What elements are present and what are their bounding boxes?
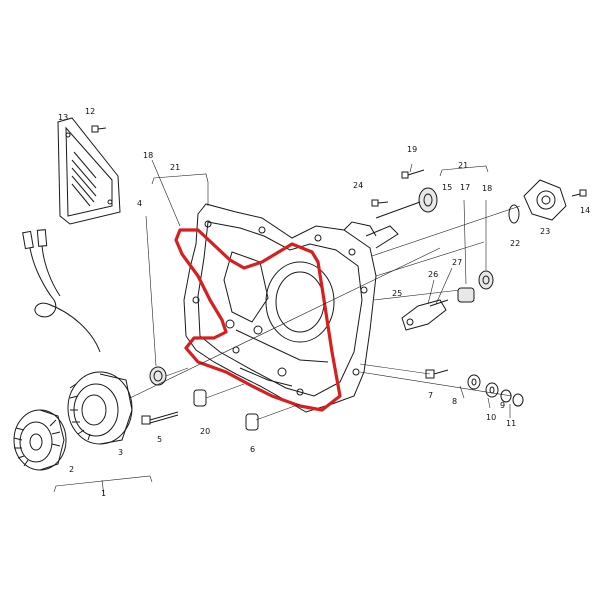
- leader-18-left: [151, 159, 181, 227]
- label-part-6: 6: [250, 445, 255, 454]
- stator-wire-leads: [22, 229, 101, 353]
- label-part-23: 23: [540, 227, 550, 236]
- nut-9: [485, 382, 499, 398]
- label-part-19: 19: [407, 145, 417, 154]
- label-part-3: 3: [118, 448, 123, 457]
- washer-10: [500, 389, 512, 403]
- gasket-highlight: [174, 228, 342, 412]
- leader-1: [101, 479, 105, 497]
- leader-17: [463, 199, 467, 285]
- label-part-4: 4: [137, 199, 142, 208]
- part-number-labels: 1 2 3 4 5 6 7 8 9 10 11 12 13 14 15 17 1…: [58, 107, 590, 498]
- dowel-pin-20: [193, 389, 207, 407]
- label-part-24: 24: [353, 181, 363, 190]
- washer-8: [467, 374, 481, 390]
- bolt-12: [91, 125, 107, 133]
- leader-26: [427, 279, 435, 305]
- label-part-21-right: 21: [458, 161, 468, 170]
- label-part-10: 10: [486, 413, 496, 422]
- bolt-19: [401, 163, 425, 179]
- bolt-14: [571, 189, 587, 197]
- stud-bolt-7: [425, 369, 449, 379]
- label-part-7: 7: [428, 391, 433, 400]
- stator-coil: [67, 371, 133, 445]
- label-part-20: 20: [200, 427, 210, 436]
- clip-bracket-25-26: [401, 299, 449, 331]
- bracket-part-1: [53, 475, 153, 493]
- label-part-22: 22: [510, 239, 520, 248]
- label-part-1: 1: [101, 489, 106, 498]
- oil-seal-4: [149, 366, 167, 386]
- oil-seal-15: [375, 187, 438, 219]
- bolt-5: [141, 411, 179, 425]
- bushing-17: [457, 287, 475, 303]
- bolt-24: [371, 199, 389, 207]
- label-part-12: 12: [85, 107, 95, 116]
- label-part-11: 11: [506, 419, 516, 428]
- label-part-8: 8: [452, 397, 457, 406]
- label-part-2: 2: [69, 465, 74, 474]
- leader-8: [459, 385, 465, 399]
- label-part-26: 26: [428, 270, 438, 279]
- bearing-18: [478, 270, 494, 290]
- leader-10: [487, 397, 491, 409]
- label-part-9: 9: [500, 401, 505, 410]
- plug-11: [512, 393, 524, 407]
- dowel-pin-6: [245, 413, 259, 431]
- label-part-15: 15: [442, 183, 452, 192]
- assembly-axis-lines: [129, 205, 521, 421]
- o-ring-22: [508, 204, 520, 224]
- label-part-5: 5: [157, 435, 162, 444]
- label-part-14: 14: [580, 206, 590, 215]
- label-part-18-right: 18: [482, 184, 492, 193]
- leader-4: [145, 215, 157, 367]
- leader-27: [435, 267, 453, 305]
- label-part-21-left: 21: [170, 163, 180, 172]
- bracket-part-21-right: [439, 165, 489, 177]
- label-part-27: 27: [452, 258, 462, 267]
- cap-plate-23: [523, 179, 567, 221]
- label-part-13: 13: [58, 113, 68, 122]
- label-part-18-left: 18: [143, 151, 153, 160]
- bracket-part-21-left: [151, 173, 209, 185]
- label-part-25: 25: [392, 289, 402, 298]
- sprocket-cover-plate: [57, 117, 121, 225]
- label-part-17: 17: [460, 183, 470, 192]
- flywheel-rotor: [13, 409, 67, 471]
